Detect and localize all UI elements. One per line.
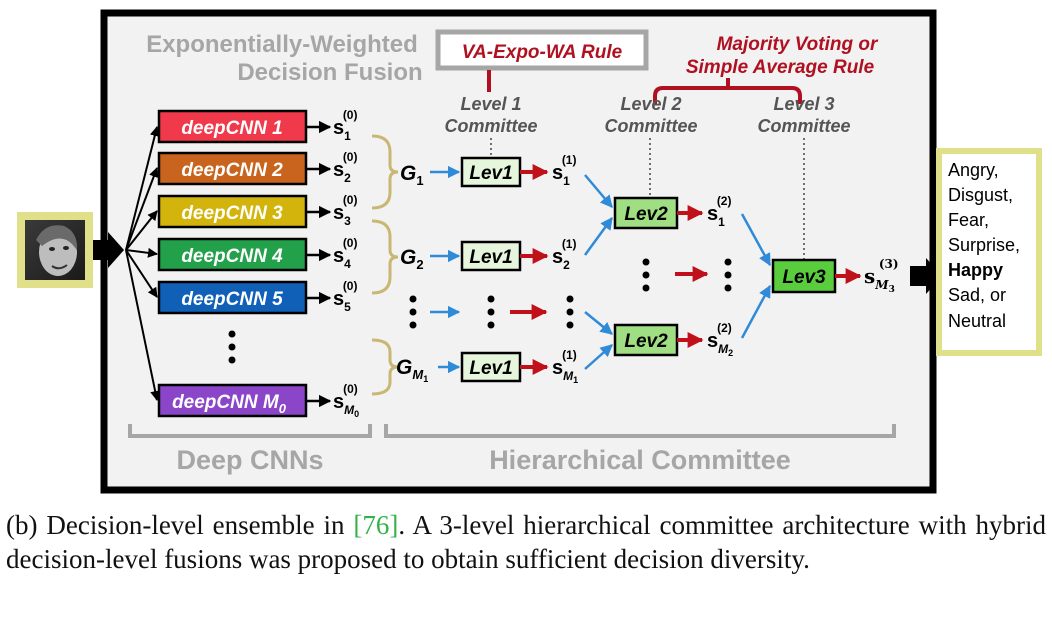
cnn-name: CNN 4 <box>226 246 283 267</box>
deep-cnns-bracket <box>128 424 372 438</box>
lev1-label-1: Lev1 <box>469 163 512 184</box>
face-image <box>25 220 85 280</box>
cnn-subscript: 0 <box>279 401 287 416</box>
lev2-box-1 <box>613 196 679 230</box>
lev1-score-1: s1(1) <box>552 153 576 188</box>
caption-prefix: (b) Decision-level ensemble in <box>6 510 354 540</box>
svg-text:deepCNN 3: deepCNN 3 <box>181 203 283 224</box>
cnn-name: CNN 5 <box>226 289 283 310</box>
output-class-surprise: Surprise, <box>948 235 1020 255</box>
output-class-neutral: Neutral <box>948 311 1006 331</box>
level1-subtitle: Committee <box>444 116 537 136</box>
cnn-ellipsis <box>228 330 236 364</box>
cnn-prefix: deep <box>181 203 225 224</box>
lev1-box-1 <box>460 156 522 188</box>
cnn-prefix: deep <box>181 160 225 181</box>
committee-bracket <box>384 424 896 438</box>
cnn-box-5: deepCNN 5 <box>157 280 308 315</box>
input-arrow <box>93 232 124 268</box>
level2-title: Level 2 <box>620 94 681 114</box>
cnn-box-3: deepCNN 3 <box>157 194 308 229</box>
cnn-score-m0: sM0(0) <box>333 382 359 419</box>
va-rule-box <box>435 29 649 71</box>
output-class-fear: Fear, <box>948 210 989 230</box>
level3-title: Level 3 <box>773 94 834 114</box>
cnn-name: CNN 3 <box>226 203 283 224</box>
cnn-name: CNN 2 <box>226 160 283 181</box>
lev2-to-lev3-arrows <box>740 213 772 339</box>
cnn-score-arrows <box>306 120 332 408</box>
figure-caption: (b) Decision-level ensemble in [76]. A 3… <box>6 508 1046 576</box>
majority-line2: Simple Average Rule <box>686 57 875 78</box>
lev2-label-2: Lev2 <box>624 331 668 352</box>
svg-text:deepCNN 2: deepCNN 2 <box>181 160 283 181</box>
svg-text:deepCNN 4: deepCNN 4 <box>181 246 283 267</box>
cnn-score-1: s1(0) <box>333 108 357 143</box>
lev1-label-m1: Lev1 <box>469 358 512 379</box>
deep-cnns-label: Deep CNNs <box>176 445 323 475</box>
cnn-name: CNN 1 <box>226 118 283 139</box>
group-to-lev1-arrows <box>430 165 461 374</box>
cnn-score-2: s2(0) <box>333 150 357 185</box>
lev2-score-m2: sM2(2) <box>707 321 733 358</box>
cnn-box-4: deepCNN 4 <box>157 237 308 272</box>
cnn-box-1: deepCNN 1 <box>157 109 308 144</box>
output-class-disgust: Disgust, <box>948 185 1013 205</box>
fan-out-arrows <box>125 126 161 401</box>
group-label-m1: GM1 <box>396 356 428 384</box>
output-arrow <box>910 258 942 294</box>
lev2-output-arrows <box>677 205 704 348</box>
lev3-label: Lev3 <box>782 267 826 288</box>
cnn-score-5: s5(0) <box>333 279 357 314</box>
lev1-label-2: Lev1 <box>469 247 512 268</box>
level1-ellipsis <box>409 295 574 329</box>
lev3-score: sM3(3) <box>864 257 899 295</box>
level2-ellipsis <box>642 258 732 292</box>
lev1-score-m1: sM1(1) <box>552 348 578 385</box>
cnn-prefix: deep <box>181 289 225 310</box>
caption-citation-link[interactable]: [76] <box>353 510 399 540</box>
level2-subtitle: Committee <box>604 116 697 136</box>
output-box <box>936 148 1042 356</box>
lev1-output-arrows <box>510 164 709 375</box>
cnn-name: CNN M <box>216 392 279 413</box>
fusion-title-line1: Exponentially-Weighted <box>146 31 418 58</box>
caption-text: . A 3-level hierarchical committee archi… <box>6 510 1046 574</box>
level1-title: Level 1 <box>460 94 521 114</box>
majority-line1: Majority Voting or <box>717 34 879 55</box>
lev1-to-lev2-arrows <box>583 174 614 370</box>
cnn-score-3: s3(0) <box>333 193 357 228</box>
level3-subtitle: Committee <box>757 116 850 136</box>
output-class-angry: Angry, <box>948 160 999 180</box>
output-class-happy: Happy <box>948 260 1003 280</box>
svg-text:deepCNN M0: deepCNN M0 <box>172 392 287 416</box>
committee-diagram: Exponentially-Weighted Decision Fusion V… <box>17 9 1042 494</box>
group-label-2: G2 <box>400 246 424 272</box>
majority-bracket <box>653 78 802 104</box>
lev3-box <box>771 258 837 294</box>
fusion-title-line2: Decision Fusion <box>237 59 422 86</box>
svg-text:deepCNN 5: deepCNN 5 <box>181 289 283 310</box>
svg-text:deepCNN 1: deepCNN 1 <box>181 118 282 139</box>
group-label-1: G1 <box>400 162 424 188</box>
cnn-prefix: deep <box>181 246 225 267</box>
cnn-prefix: deep <box>172 392 216 413</box>
group-braces <box>371 134 399 396</box>
lev2-score-1: s1(2) <box>707 194 731 229</box>
lev1-box-2 <box>460 240 522 272</box>
lev1-score-2: s2(1) <box>552 237 576 272</box>
cnn-box-2: deepCNN 2 <box>157 151 308 186</box>
cnn-score-4: s4(0) <box>333 236 357 271</box>
cnn-box-m0: deepCNN M0 <box>157 383 308 418</box>
output-class-sad: Sad, or <box>948 285 1006 305</box>
committee-label: Hierarchical Committee <box>489 445 791 475</box>
va-rule-label: VA-Expo-WA Rule <box>462 42 623 63</box>
cnn-prefix: deep <box>181 118 225 139</box>
lev2-label-1: Lev2 <box>624 204 668 225</box>
